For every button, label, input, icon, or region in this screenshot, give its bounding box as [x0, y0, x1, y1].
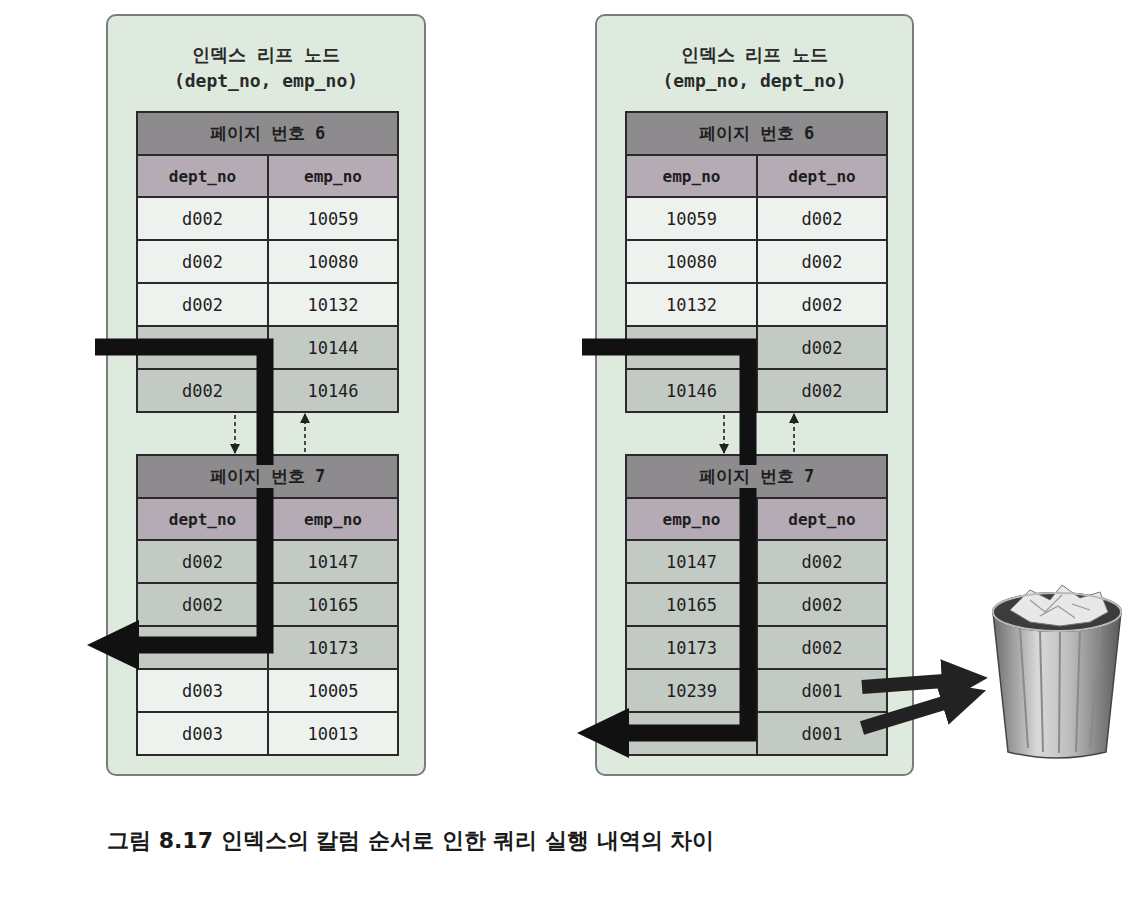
panel-heading: (emp_no, dept_no)	[596, 70, 913, 91]
table-cell: 10165	[626, 583, 757, 626]
page-link-arrow	[793, 414, 795, 452]
scan-arrow	[95, 347, 265, 645]
table-cell: 10239	[626, 669, 757, 712]
index-page: 페이지 번호 6emp_nodept_no10059d00210080d0021…	[626, 112, 887, 412]
table-cell: d002	[757, 369, 887, 412]
table-cell: d002	[137, 240, 268, 283]
table-cell: d002	[757, 197, 887, 240]
table-cell: d002	[757, 240, 887, 283]
table-cell: d002	[757, 583, 887, 626]
panel-heading: (dept_no, emp_no)	[107, 70, 425, 91]
column-header: dept_no	[137, 498, 268, 540]
scan-arrow	[582, 347, 748, 733]
table-cell: d002	[757, 540, 887, 583]
table-cell: 10132	[268, 283, 398, 326]
index-page: 페이지 번호 7emp_nodept_no10147d00210165d0021…	[626, 455, 887, 755]
table-cell: 10173	[626, 626, 757, 669]
page-title: 페이지 번호 6	[206, 122, 330, 145]
figure-caption: 그림 8.17 인덱스의 칼럼 순서로 인한 쿼리 실행 내역의 차이	[107, 826, 714, 856]
table-cell: 10146	[268, 369, 398, 412]
table-cell: 10173	[268, 626, 398, 669]
column-header: emp_no	[626, 155, 757, 197]
table-cell: d002	[137, 197, 268, 240]
table-cell: d002	[757, 326, 887, 369]
column-header: emp_no	[268, 155, 398, 197]
table-cell: d002	[757, 283, 887, 326]
page-title-bar: 페이지 번호 7	[137, 455, 398, 498]
table-cell: d001	[757, 712, 887, 755]
column-header: emp_no	[268, 498, 398, 540]
page-link-arrow	[723, 415, 725, 453]
table-cell: 10144	[268, 326, 398, 369]
table-cell: 10059	[268, 197, 398, 240]
table-cell: 10132	[626, 283, 757, 326]
panel-heading: 인덱스 리프 노드	[107, 43, 425, 67]
page-title: 페이지 번호 7	[206, 465, 330, 488]
index-page: 페이지 번호 6dept_noemp_nod00210059d00210080d…	[137, 112, 398, 412]
discard-arrow	[862, 703, 944, 728]
table-cell: 10165	[268, 583, 398, 626]
table-cell: 10080	[268, 240, 398, 283]
table-cell: d001	[757, 669, 887, 712]
column-header: dept_no	[757, 155, 887, 197]
table-cell: 10146	[626, 369, 757, 412]
table-cell: d002	[757, 626, 887, 669]
index-leaf-panel: 페이지 번호 6dept_noemp_nod00210059d00210080d…	[107, 15, 425, 775]
discard-arrow	[862, 681, 944, 687]
column-header: emp_no	[626, 498, 757, 540]
index-leaf-panel: 페이지 번호 6emp_nodept_no10059d00210080d0021…	[596, 15, 913, 775]
table-cell: 10147	[626, 540, 757, 583]
page-title-bar: 페이지 번호 6	[626, 112, 887, 155]
table-cell: d002	[137, 369, 268, 412]
page-title: 페이지 번호 7	[695, 465, 819, 488]
table-cell: 10005	[268, 669, 398, 712]
trash-can	[993, 585, 1121, 758]
table-cell: 10013	[268, 712, 398, 755]
index-page: 페이지 번호 7dept_noemp_nod00210147d002101651…	[137, 455, 398, 755]
table-cell: d002	[137, 583, 268, 626]
table-cell: 10059	[626, 197, 757, 240]
page-link-arrow	[304, 414, 306, 452]
table-cell: 10080	[626, 240, 757, 283]
column-header: dept_no	[757, 498, 887, 540]
table-cell: d002	[137, 283, 268, 326]
table-cell: d002	[137, 540, 268, 583]
table-cell: d003	[137, 712, 268, 755]
table-cell: 10147	[268, 540, 398, 583]
page-title: 페이지 번호 6	[695, 122, 819, 145]
page-title-bar: 페이지 번호 7	[626, 455, 887, 498]
panel-heading: 인덱스 리프 노드	[596, 43, 913, 67]
table-cell: d003	[137, 669, 268, 712]
page-title-bar: 페이지 번호 6	[137, 112, 398, 155]
page-link-arrow	[234, 415, 236, 453]
column-header: dept_no	[137, 155, 268, 197]
